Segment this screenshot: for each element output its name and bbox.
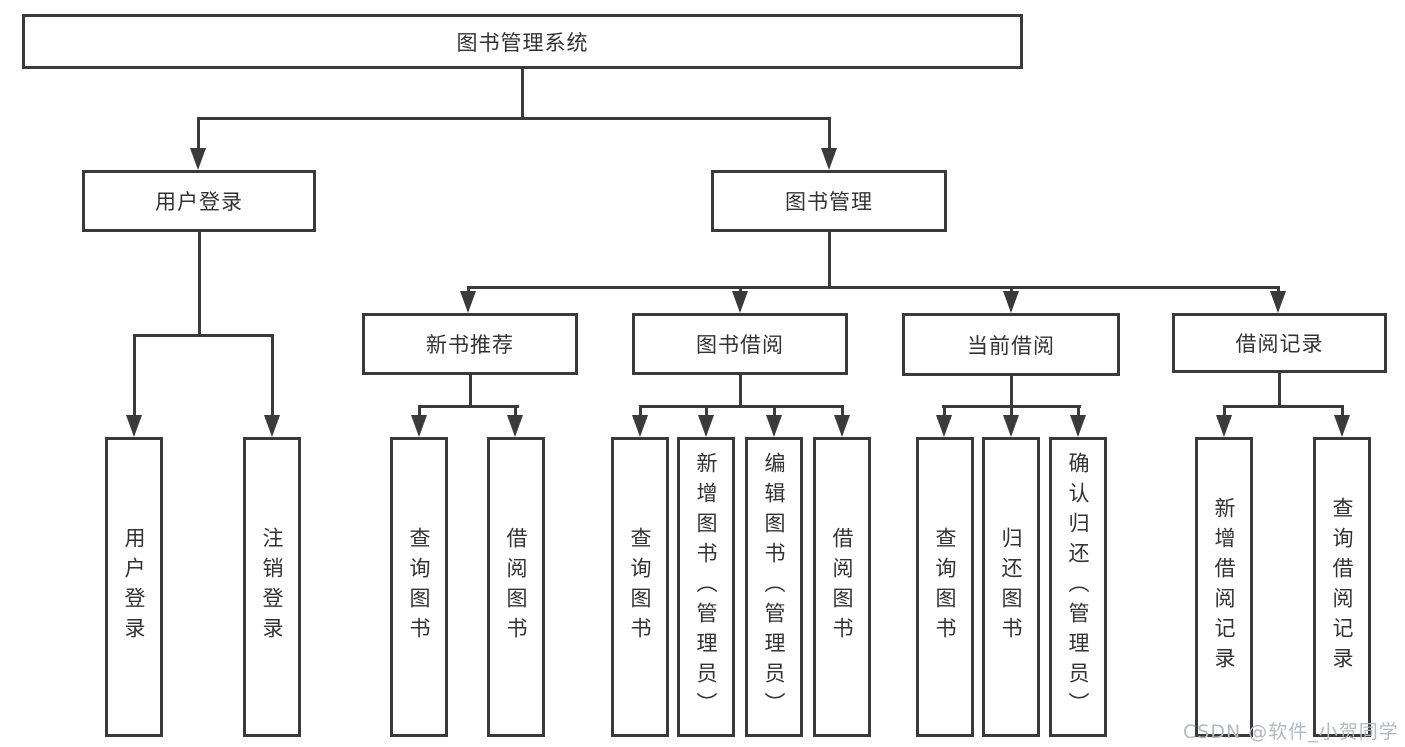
leaf-borrow-edit-books-admin: 编辑图书（管理员）	[745, 437, 803, 737]
connector-group-stem	[469, 375, 472, 407]
connector-group-stem	[1278, 373, 1281, 407]
arrowhead-icon	[1334, 415, 1350, 437]
arrowhead-icon	[1270, 291, 1286, 313]
connector-drop	[1277, 286, 1280, 294]
arrowhead-icon	[1003, 415, 1019, 437]
connector-drop	[739, 286, 742, 294]
connector-drop	[773, 405, 776, 417]
leaf-borrow-query-books: 查询图书	[611, 437, 669, 737]
connector-drop	[1077, 405, 1080, 417]
arrowhead-icon	[190, 148, 206, 170]
node-book-management: 图书管理	[711, 170, 947, 232]
leaf-label: 查询图书	[407, 527, 432, 647]
connector-drop	[1010, 286, 1013, 294]
node-current-borrow-label: 当前借阅	[967, 333, 1055, 358]
leaf-current-confirm-return-admin: 确认归还（管理员）	[1049, 437, 1107, 737]
leaf-label: 借阅图书	[830, 527, 855, 647]
node-borrow-records: 借阅记录	[1172, 313, 1387, 373]
arrowhead-icon	[1003, 291, 1019, 313]
connector-group-stem	[1010, 376, 1013, 407]
leaf-user-login: 用户登录	[105, 437, 163, 737]
connector-drop	[1223, 405, 1226, 417]
arrowhead-icon	[507, 415, 523, 437]
node-current-borrow: 当前借阅	[902, 313, 1120, 376]
connector-drop	[271, 334, 274, 417]
connector-drop	[1341, 405, 1344, 417]
leaf-label: 归还图书	[999, 527, 1024, 647]
connector-drop	[828, 117, 831, 150]
leaf-label: 查询图书	[933, 527, 958, 647]
connector-drop	[841, 405, 844, 417]
leaf-recommend-borrow-books: 借阅图书	[487, 437, 545, 737]
connector-drop	[943, 405, 946, 417]
connector-group-stem	[739, 375, 742, 407]
node-user-login-label: 用户登录	[155, 190, 243, 214]
arrowhead-icon	[698, 415, 714, 437]
connector-drop	[133, 334, 136, 417]
leaf-records-query-record: 查询借阅记录	[1313, 437, 1371, 737]
arrowhead-icon	[264, 415, 280, 437]
connector-drop	[639, 405, 642, 417]
connector-book-management-stem	[828, 232, 831, 288]
connector-level1-rail	[197, 117, 831, 120]
connector-root-stem	[521, 69, 524, 118]
arrowhead-icon	[460, 291, 476, 313]
node-book-management-label: 图书管理	[785, 190, 873, 214]
connector-drop	[514, 405, 517, 417]
node-library-system: 图书管理系统	[22, 14, 1023, 69]
leaf-label: 借阅图书	[504, 527, 529, 647]
leaf-borrow-add-books-admin: 新增图书（管理员）	[677, 437, 735, 737]
leaf-label: 编辑图书（管理员）	[762, 452, 787, 722]
leaf-records-add-record: 新增借阅记录	[1195, 437, 1253, 737]
leaf-current-query-books: 查询图书	[916, 437, 974, 737]
leaf-borrow-borrow-books: 借阅图书	[813, 437, 871, 737]
leaf-logout: 注销登录	[243, 437, 301, 737]
node-book-borrow-label: 图书借阅	[696, 333, 784, 357]
node-new-book-recommend: 新书推荐	[362, 313, 578, 375]
connector-level2-rail	[467, 286, 1280, 289]
leaf-label: 注销登录	[260, 527, 285, 647]
connector-group-rail	[639, 405, 844, 408]
csdn-watermark: CSDN @软件_小贺同学	[1183, 721, 1399, 743]
arrowhead-icon	[411, 415, 427, 437]
leaf-label: 确认归还（管理员）	[1066, 452, 1091, 722]
leaf-label: 查询借阅记录	[1330, 497, 1355, 677]
leaf-label: 新增图书（管理员）	[694, 452, 719, 722]
arrowhead-icon	[936, 415, 952, 437]
arrowhead-icon	[834, 415, 850, 437]
leaf-label: 新增借阅记录	[1212, 497, 1237, 677]
arrowhead-icon	[126, 415, 142, 437]
leaf-recommend-query-books: 查询图书	[390, 437, 448, 737]
connector-drop	[705, 405, 708, 417]
connector-drop	[418, 405, 421, 417]
leaf-current-return-books: 归还图书	[982, 437, 1040, 737]
node-book-borrow: 图书借阅	[632, 313, 848, 375]
connector-group-rail	[418, 405, 519, 408]
leaf-label: 用户登录	[122, 527, 147, 647]
connector-drop	[197, 117, 200, 150]
node-library-system-label: 图书管理系统	[456, 30, 589, 55]
node-borrow-records-label: 借阅记录	[1235, 332, 1324, 356]
node-new-book-recommend-label: 新书推荐	[426, 333, 514, 357]
connector-drop	[467, 286, 470, 294]
arrowhead-icon	[766, 415, 782, 437]
connector-user-login-rail	[133, 334, 274, 337]
node-user-login: 用户登录	[82, 170, 316, 232]
arrowhead-icon	[1070, 415, 1086, 437]
connector-drop	[1010, 405, 1013, 417]
arrowhead-icon	[632, 415, 648, 437]
connector-group-rail	[1223, 405, 1344, 408]
arrowhead-icon	[1216, 415, 1232, 437]
arrowhead-icon	[821, 148, 837, 170]
leaf-label: 查询图书	[628, 527, 653, 647]
connector-user-login-stem	[198, 232, 201, 336]
arrowhead-icon	[732, 291, 748, 313]
